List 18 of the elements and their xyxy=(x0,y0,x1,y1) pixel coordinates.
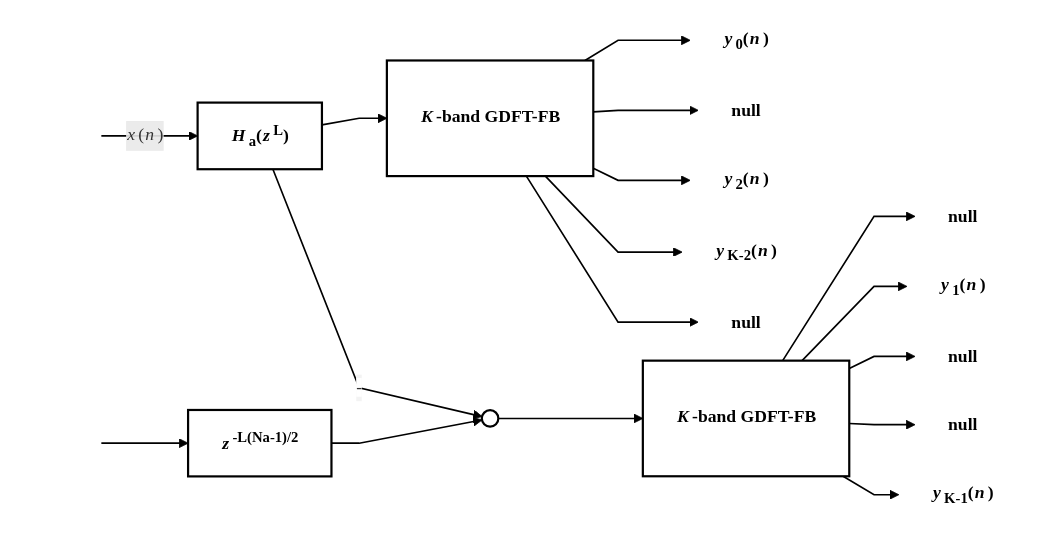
node-text: y$_{0}$(n) xyxy=(724,28,769,52)
node-text: null xyxy=(731,100,761,120)
node-text: null xyxy=(948,414,978,434)
node-box: H$_{a}$(z$^{L}$) xyxy=(196,101,324,171)
node-box: K-band GDFT-FB xyxy=(385,59,595,178)
node-box: z$^{-L(Na-1)/2}$ xyxy=(187,408,333,478)
edge-label: x(n) xyxy=(127,124,164,144)
node-text: y$_{K-1}$(n) xyxy=(932,483,994,507)
edge-label: - xyxy=(356,377,363,397)
node-text: null xyxy=(948,346,978,366)
node-text: y$_{1}$(n) xyxy=(941,274,986,299)
node-text: y$_{K-2}$(n) xyxy=(716,240,777,264)
node-text: null xyxy=(948,206,978,226)
node-box: K-band GDFT-FB xyxy=(641,359,851,478)
arrow xyxy=(100,438,189,449)
node-circle xyxy=(480,409,500,428)
node-text: y$_{2}$(n) xyxy=(724,168,769,192)
node-text: null xyxy=(731,312,761,331)
